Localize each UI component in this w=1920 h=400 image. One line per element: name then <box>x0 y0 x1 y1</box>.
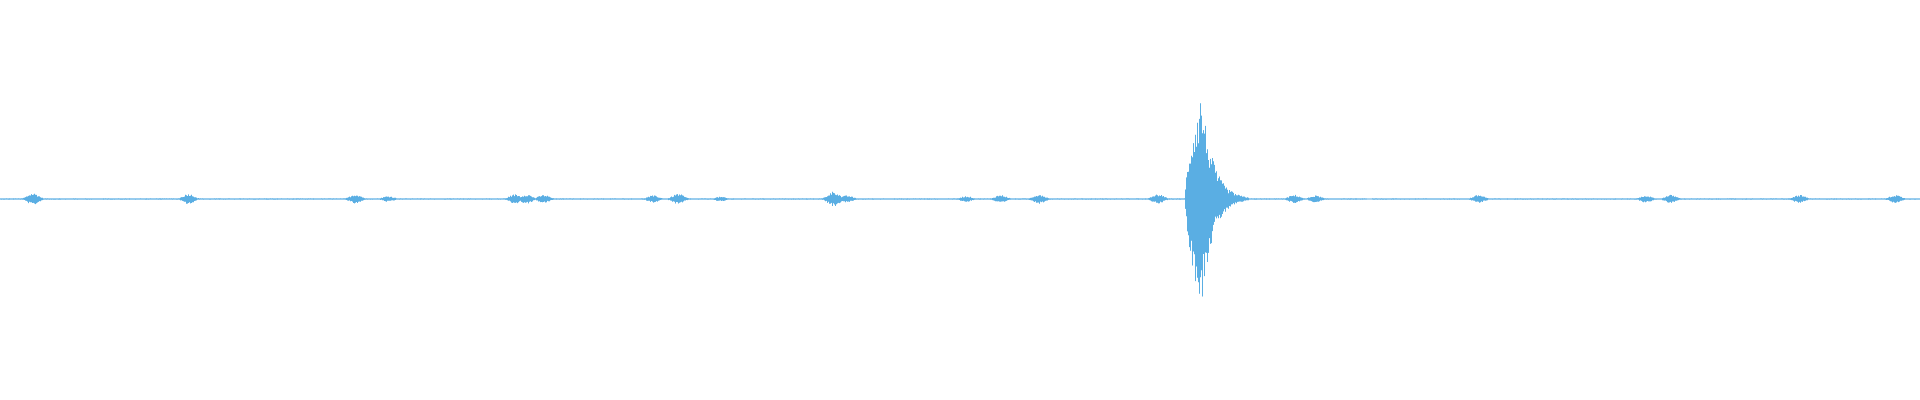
waveform-trace <box>0 103 1920 297</box>
waveform-path <box>0 103 1920 297</box>
